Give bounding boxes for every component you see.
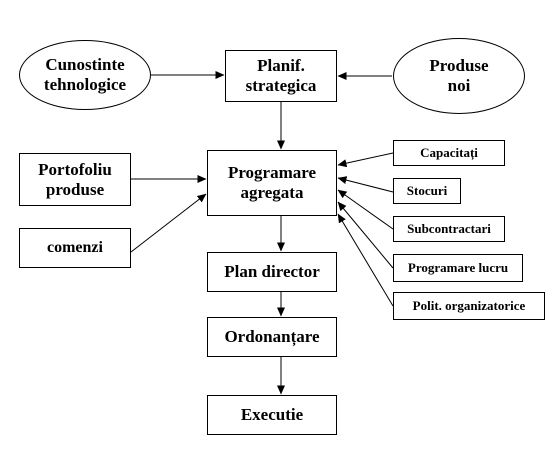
arrow-capacitati-to-programare — [337, 152, 394, 168]
comenzi-node: comenzi — [19, 228, 131, 268]
stocuri-node: Stocuri — [393, 178, 461, 204]
programare-lucru-node: Programare lucru — [393, 254, 523, 282]
executie-node: Executie — [207, 395, 337, 435]
programare-agregata-node: Programare agregata — [207, 150, 337, 216]
cunostinte-tehnologice-node: Cunostinte tehnologice — [19, 40, 151, 110]
ordonantare-node: Ordonanțare — [207, 317, 337, 357]
arrow-polit-to-programare — [337, 213, 394, 307]
arrow-stocuri-to-programare — [337, 176, 394, 193]
capacitati-node: Capacitați — [393, 140, 505, 166]
subcontractari-node: Subcontractari — [393, 216, 505, 242]
portofoliu-produse-node: Portofoliu produse — [19, 153, 131, 206]
arrow-programare-lucru-to-programare — [337, 201, 394, 269]
produse-noi-node: Produse noi — [393, 38, 525, 114]
planif-strategica-node: Planif. strategica — [225, 50, 337, 102]
plan-director-node: Plan director — [207, 252, 337, 292]
arrow-subcontractari-to-programare — [337, 189, 394, 230]
arrow-comenzi-to-programare — [130, 193, 207, 253]
polit-organizatorice-node: Polit. organizatorice — [393, 292, 545, 320]
